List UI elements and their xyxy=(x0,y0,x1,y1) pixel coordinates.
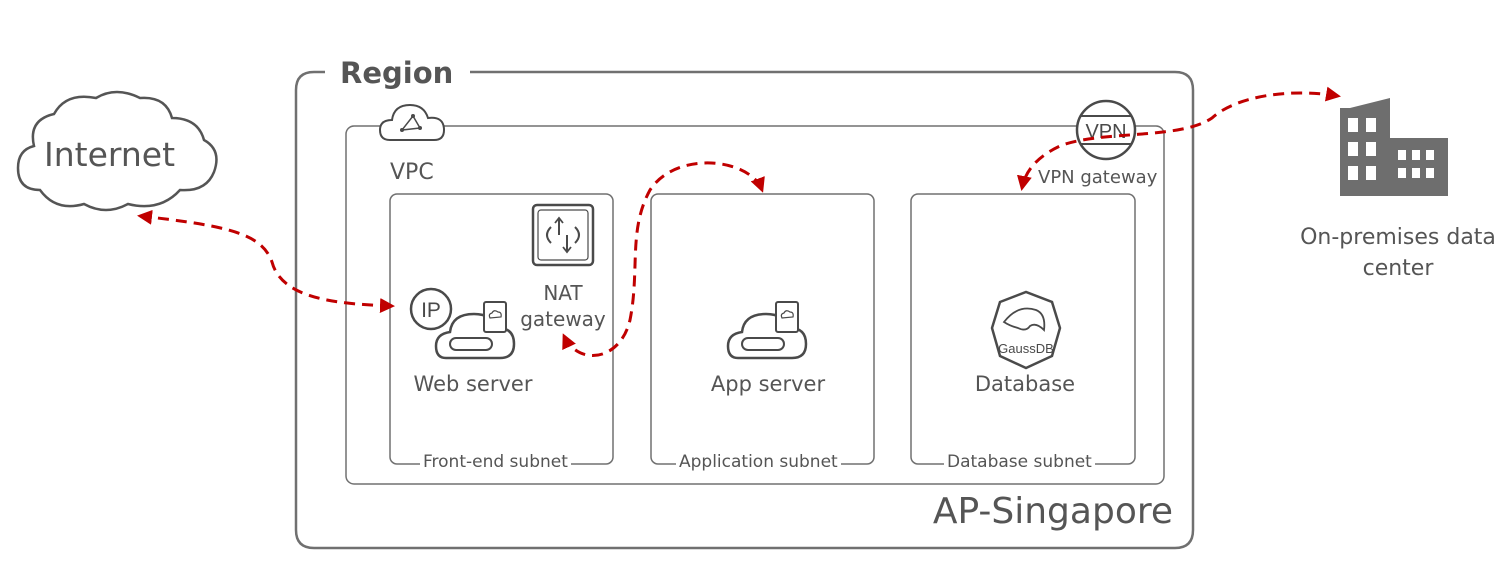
web-server-label: Web server xyxy=(413,372,533,396)
elastic-ip-icon: IP xyxy=(409,287,453,331)
application-subnet-label: Application subnet xyxy=(676,452,841,472)
vpc-label: VPC xyxy=(390,160,434,185)
gaussdb-icon: GaussDB xyxy=(990,290,1062,370)
database-subnet-label: Database subnet xyxy=(944,452,1095,472)
front-end-subnet-label: Front-end subnet xyxy=(420,452,571,472)
vpn-icon: VPN xyxy=(1075,99,1137,161)
building-icon xyxy=(1340,98,1448,196)
database-label: Database xyxy=(974,372,1076,396)
nat-gateway-icon xyxy=(531,203,595,267)
region-title: Region xyxy=(340,56,454,90)
nat-gateway-label: NAT gateway xyxy=(520,281,606,331)
flow-nat-app xyxy=(562,161,765,357)
region-border xyxy=(294,70,1195,550)
flow-internet-web xyxy=(137,209,395,314)
internet-cloud-icon xyxy=(16,90,218,212)
vpn-gateway-label: VPN gateway xyxy=(1038,167,1158,188)
internet-label: Internet xyxy=(44,135,176,174)
region-name: AP-Singapore xyxy=(932,491,1173,532)
ecs-server-icon xyxy=(726,301,808,360)
app-server-label: App server xyxy=(710,372,826,396)
onprem-label: On-premises data center xyxy=(1300,225,1496,281)
flow-onprem-db xyxy=(1017,86,1341,191)
vpc-icon xyxy=(378,103,446,141)
svg-text:GaussDB: GaussDB xyxy=(998,341,1054,356)
ecs-server-icon xyxy=(434,301,516,360)
svg-text:IP: IP xyxy=(421,299,441,322)
